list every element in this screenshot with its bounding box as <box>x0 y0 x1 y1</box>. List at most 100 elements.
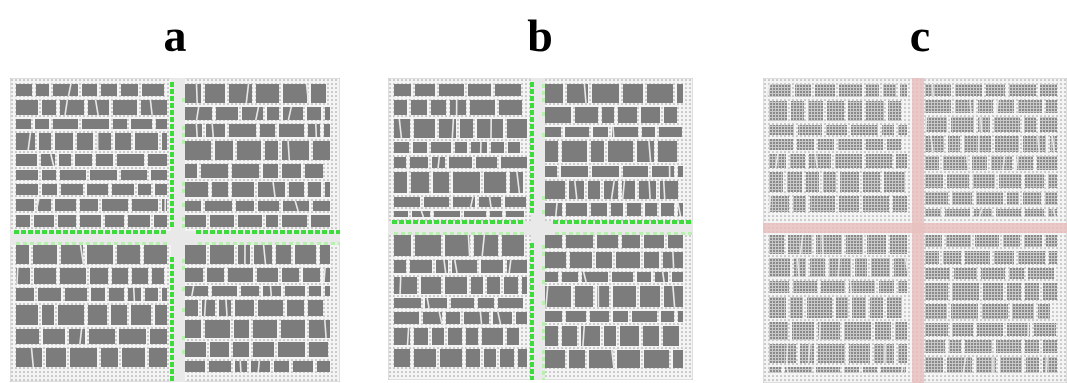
block <box>325 286 330 296</box>
block <box>668 235 683 248</box>
block <box>410 260 432 273</box>
block <box>769 297 786 318</box>
block <box>285 286 305 296</box>
block <box>545 107 571 123</box>
block <box>16 100 38 115</box>
block <box>925 156 939 170</box>
block <box>545 286 571 307</box>
block <box>589 350 613 368</box>
seam-marker <box>597 232 601 235</box>
block <box>155 305 167 325</box>
block <box>253 342 274 357</box>
block <box>658 141 677 162</box>
block <box>215 141 233 160</box>
block <box>981 268 1005 279</box>
crack-line <box>962 356 967 374</box>
block <box>895 322 907 340</box>
block <box>947 357 972 373</box>
block <box>976 192 1003 205</box>
block <box>875 322 891 340</box>
seam-marker <box>287 230 292 234</box>
block <box>925 251 939 264</box>
seam-marker <box>530 194 534 199</box>
block <box>844 367 859 373</box>
block <box>769 258 790 277</box>
block <box>394 157 406 168</box>
block <box>411 172 429 193</box>
seam-marker <box>170 222 174 227</box>
block <box>562 272 578 282</box>
block <box>34 215 54 227</box>
crack-line <box>67 83 72 97</box>
block <box>797 139 814 150</box>
seam-marker <box>542 350 545 354</box>
block <box>955 84 982 96</box>
block <box>394 235 411 256</box>
block <box>260 124 275 137</box>
block <box>569 350 585 368</box>
block <box>155 184 167 195</box>
block <box>952 192 972 205</box>
seam-marker <box>170 173 174 178</box>
block <box>592 84 619 103</box>
crack-line <box>195 123 198 138</box>
crack-line <box>399 276 402 295</box>
block <box>769 125 794 135</box>
block <box>1023 192 1041 205</box>
block <box>258 182 285 197</box>
block <box>678 311 683 322</box>
block <box>808 101 823 121</box>
block <box>575 286 593 307</box>
seam-marker <box>530 320 534 325</box>
block <box>562 326 577 346</box>
block <box>97 133 111 150</box>
block <box>69 329 85 344</box>
block <box>661 203 674 216</box>
seam-marker <box>203 230 208 234</box>
seam-marker <box>542 84 545 88</box>
block <box>769 101 787 121</box>
seam-marker <box>530 299 534 304</box>
seam-marker <box>84 230 89 234</box>
block <box>77 133 93 150</box>
block <box>678 166 683 177</box>
crack-line <box>766 83 771 98</box>
block <box>478 298 494 308</box>
block <box>506 211 524 217</box>
seam-marker <box>240 242 244 245</box>
seam-marker <box>170 152 174 157</box>
block <box>80 199 98 211</box>
crack-line <box>672 285 676 308</box>
block <box>925 283 948 300</box>
seam-marker <box>408 232 412 235</box>
grid-panel-b <box>388 78 693 380</box>
block <box>849 344 870 363</box>
crack-line <box>479 311 483 325</box>
block <box>424 197 449 207</box>
block <box>101 84 117 96</box>
block <box>826 125 847 135</box>
seam-marker <box>198 242 202 245</box>
seam-marker <box>530 96 534 101</box>
seam-marker <box>530 285 534 290</box>
seam-marker <box>170 362 174 367</box>
seam-marker <box>415 232 419 235</box>
block <box>866 84 879 97</box>
seam-marker <box>588 220 593 224</box>
block <box>612 272 633 282</box>
block <box>866 154 892 168</box>
block <box>446 312 460 324</box>
block <box>769 322 788 340</box>
block <box>644 235 664 248</box>
block <box>851 125 878 135</box>
block <box>16 329 39 344</box>
seam-marker <box>530 103 534 108</box>
seam-marker <box>497 220 502 224</box>
block <box>289 182 304 197</box>
block <box>185 300 198 316</box>
seam-marker <box>646 232 650 235</box>
crack-line <box>508 259 512 274</box>
seam-marker <box>112 230 117 234</box>
seam-marker <box>105 230 110 234</box>
block <box>582 272 608 282</box>
